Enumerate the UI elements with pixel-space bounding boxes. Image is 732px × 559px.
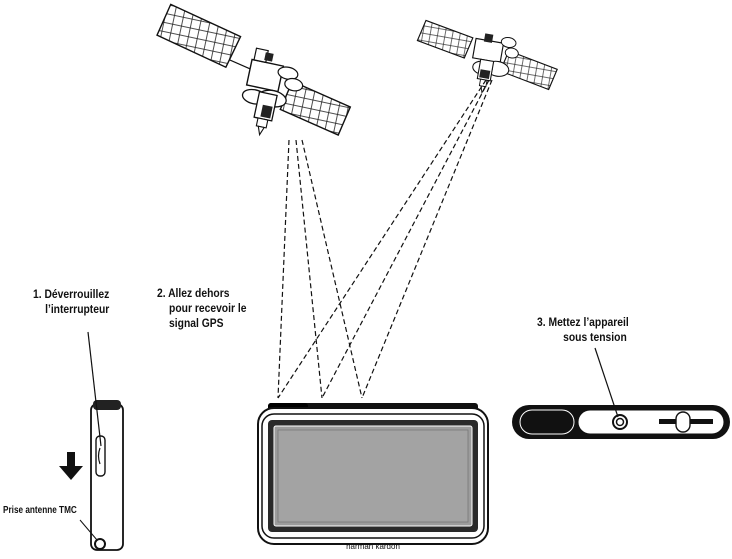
step3-pointer <box>594 347 619 418</box>
gps-signal-lines <box>277 79 493 399</box>
step2-line1: 2. Allez dehors <box>157 286 230 300</box>
satellite-icon <box>416 19 558 95</box>
step1-line1: 1. Déverrouillez <box>33 287 110 301</box>
device-front-view: harman kardon <box>257 403 489 551</box>
step3-line1: 3. Mettez l’appareil <box>537 315 629 329</box>
step2-label: 2. Allez dehors pour recevoir le signal … <box>157 286 246 331</box>
satellite-icon <box>156 3 352 137</box>
step3-label: 3. Mettez l’appareil sous tension <box>537 315 629 345</box>
device-side-view <box>79 400 124 551</box>
tmc-antenna-jack[interactable] <box>94 538 106 550</box>
tmc-jack-label: Prise antenne TMC <box>3 505 77 516</box>
step3-line2: sous tension <box>563 330 627 344</box>
step2-line3: signal GPS <box>169 316 224 330</box>
step1-pointer <box>87 331 102 447</box>
step1-label: 1. Déverrouillez l’interrupteur <box>33 287 109 317</box>
down-arrow-icon <box>59 452 83 480</box>
brand-logo: harman kardon <box>346 542 400 551</box>
step2-line2: pour recevoir le <box>169 301 247 315</box>
lock-switch[interactable] <box>95 435 106 477</box>
step1-line2: l’interrupteur <box>45 302 110 316</box>
device-top-view <box>512 405 730 439</box>
